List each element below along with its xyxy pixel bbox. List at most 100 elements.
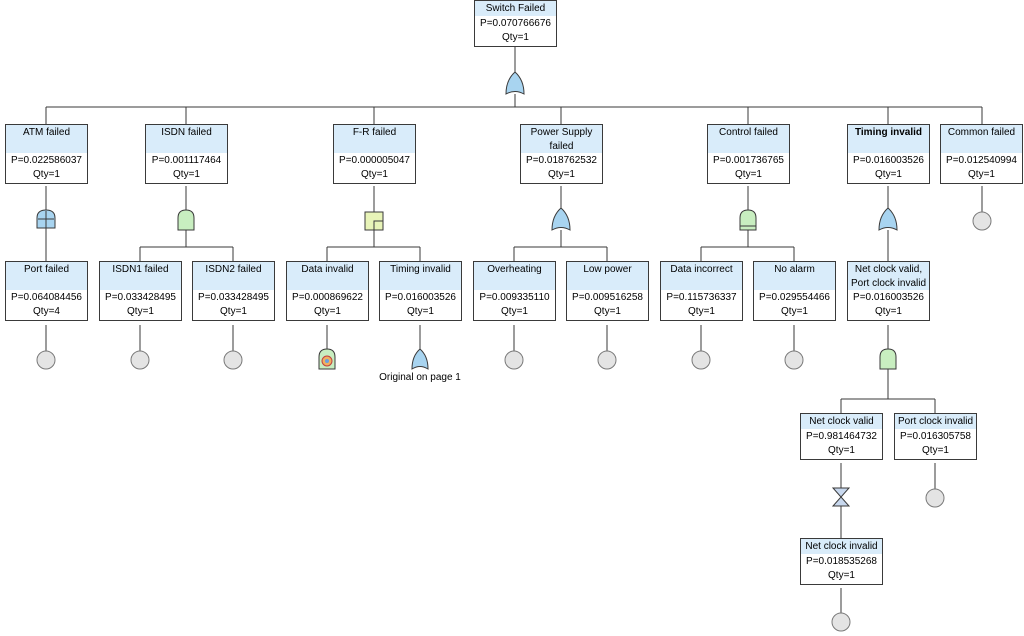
event-title: Net clock invalid (801, 539, 882, 554)
and-gate-icon[interactable] (177, 209, 195, 231)
event-title: Port failed (6, 262, 87, 290)
house-event-icon[interactable] (318, 348, 336, 370)
or-gate-icon[interactable] (551, 207, 571, 231)
event-probability: P=0.000869622 (292, 292, 363, 303)
event-title: ISDN2 failed (193, 262, 274, 290)
event-box-net-clock-invalid[interactable]: Net clock invalid P=0.018535268 Qty=1 (800, 538, 883, 585)
event-box-low-power[interactable]: Low power P=0.009516258 Qty=1 (566, 261, 649, 321)
event-title: Control failed (708, 125, 789, 153)
event-quantity: Qty=1 (502, 32, 529, 43)
event-probability: P=0.016003526 (385, 292, 456, 303)
event-probability: P=0.001117464 (151, 155, 222, 166)
event-quantity: Qty=1 (828, 445, 855, 456)
event-probability: P=0.018535268 (806, 556, 877, 567)
event-quantity: Qty=1 (968, 169, 995, 180)
event-box-port-clock-invalid[interactable]: Port clock invalid P=0.016305758 Qty=1 (894, 413, 977, 460)
basic-event-icon[interactable] (784, 350, 804, 370)
basic-event-icon[interactable] (972, 211, 992, 231)
event-box-common-failed[interactable]: Common failed P=0.012540994 Qty=1 (940, 124, 1023, 184)
basic-event-icon[interactable] (36, 350, 56, 370)
event-probability: P=0.009335110 (479, 292, 550, 303)
event-quantity: Qty=1 (828, 570, 855, 581)
and-gate-icon[interactable] (879, 348, 897, 370)
event-box-switch-failed[interactable]: Switch Failed P=0.070766676 Qty=1 (474, 0, 557, 47)
event-probability: P=0.033428495 (105, 292, 176, 303)
event-quantity: Qty=1 (407, 306, 434, 317)
event-quantity: Qty=1 (220, 306, 247, 317)
event-box-timing-invalid-transfer[interactable]: Timing invalid P=0.016003526 Qty=1 (379, 261, 462, 321)
event-title: Data invalid (287, 262, 368, 290)
event-title: Switch Failed (475, 1, 556, 16)
event-quantity: Qty=1 (875, 306, 902, 317)
event-quantity: Qty=1 (735, 169, 762, 180)
event-box-power-supply-failed[interactable]: Power Supply failed P=0.018762532 Qty=1 (520, 124, 603, 184)
event-probability: P=0.000005047 (339, 155, 410, 166)
event-title: Net clock valid (801, 414, 882, 429)
transfer-note: Original on page 1 (379, 372, 461, 383)
event-probability: P=0.012540994 (946, 155, 1017, 166)
event-quantity: Qty=1 (173, 169, 200, 180)
basic-event-icon[interactable] (130, 350, 150, 370)
event-probability: P=0.981464732 (806, 431, 877, 442)
event-box-no-alarm[interactable]: No alarm P=0.029554466 Qty=1 (753, 261, 836, 321)
event-box-net-clock-valid[interactable]: Net clock valid P=0.981464732 Qty=1 (800, 413, 883, 460)
event-title: Timing invalid (848, 125, 929, 153)
event-probability: P=0.115736337 (666, 292, 737, 303)
event-probability: P=0.033428495 (198, 292, 269, 303)
event-probability: P=0.009516258 (572, 292, 643, 303)
event-quantity: Qty=1 (922, 445, 949, 456)
event-quantity: Qty=4 (33, 306, 60, 317)
event-box-atm-failed[interactable]: ATM failed P=0.022586037 Qty=1 (5, 124, 88, 184)
event-box-fr-failed[interactable]: F-R failed P=0.000005047 Qty=1 (333, 124, 416, 184)
event-title: Timing invalid (380, 262, 461, 290)
or-gate-icon[interactable] (878, 207, 898, 231)
event-probability: P=0.016305758 (900, 431, 971, 442)
basic-event-icon[interactable] (504, 350, 524, 370)
event-probability: P=0.016003526 (853, 155, 924, 166)
event-box-isdn1-failed[interactable]: ISDN1 failed P=0.033428495 Qty=1 (99, 261, 182, 321)
basic-event-icon[interactable] (691, 350, 711, 370)
event-box-timing-invalid[interactable]: Timing invalid P=0.016003526 Qty=1 (847, 124, 930, 184)
event-box-isdn-failed[interactable]: ISDN failed P=0.001117464 Qty=1 (145, 124, 228, 184)
basic-event-icon[interactable] (831, 612, 851, 632)
event-quantity: Qty=1 (781, 306, 808, 317)
event-box-isdn2-failed[interactable]: ISDN2 failed P=0.033428495 Qty=1 (192, 261, 275, 321)
connector-lines (45, 47, 983, 613)
event-box-control-failed[interactable]: Control failed P=0.001736765 Qty=1 (707, 124, 790, 184)
event-title: Data incorrect (661, 262, 742, 290)
transfer-or-gate-icon[interactable] (411, 348, 429, 370)
event-probability: P=0.029554466 (759, 292, 830, 303)
priority-and-gate-icon[interactable] (36, 209, 56, 229)
event-title: F-R failed (334, 125, 415, 153)
event-title: ISDN1 failed (100, 262, 181, 290)
basic-event-icon[interactable] (223, 350, 243, 370)
event-title: ISDN failed (146, 125, 227, 153)
basic-event-icon[interactable] (925, 488, 945, 508)
or-gate-icon[interactable] (505, 71, 525, 95)
not-gate-icon[interactable] (831, 487, 851, 507)
transfer-box-icon[interactable] (364, 211, 384, 231)
event-quantity: Qty=1 (127, 306, 154, 317)
basic-event-icon[interactable] (597, 350, 617, 370)
event-box-data-incorrect[interactable]: Data incorrect P=0.115736337 Qty=1 (660, 261, 743, 321)
event-box-net-clock-valid-port-clock-invalid[interactable]: Net clock valid, Port clock invalid P=0.… (847, 261, 930, 321)
event-title: Common failed (941, 125, 1022, 153)
event-quantity: Qty=1 (501, 306, 528, 317)
event-probability: P=0.070766676 (480, 18, 551, 29)
event-title: Net clock valid, Port clock invalid (848, 262, 929, 290)
event-title: Port clock invalid (895, 414, 976, 429)
event-probability: P=0.064084456 (11, 292, 82, 303)
event-box-overheating[interactable]: Overheating P=0.009335110 Qty=1 (473, 261, 556, 321)
and-gate-bar-icon[interactable] (739, 209, 757, 231)
event-probability: P=0.022586037 (11, 155, 82, 166)
event-probability: P=0.018762532 (526, 155, 597, 166)
event-quantity: Qty=1 (33, 169, 60, 180)
event-quantity: Qty=1 (875, 169, 902, 180)
event-title: Low power (567, 262, 648, 290)
event-quantity: Qty=1 (688, 306, 715, 317)
event-title: No alarm (754, 262, 835, 290)
event-quantity: Qty=1 (314, 306, 341, 317)
event-box-data-invalid[interactable]: Data invalid P=0.000869622 Qty=1 (286, 261, 369, 321)
event-box-port-failed[interactable]: Port failed P=0.064084456 Qty=4 (5, 261, 88, 321)
